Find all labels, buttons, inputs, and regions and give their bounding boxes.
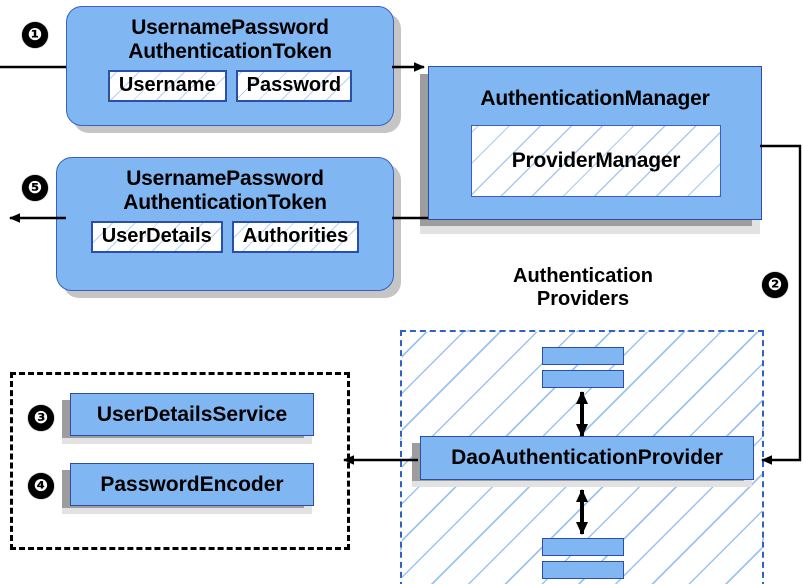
marker-3: ❸ [28, 405, 54, 431]
request-token-slot-username[interactable]: Username [107, 70, 227, 103]
request-token-card[interactable]: UsernamePassword AuthenticationToken Use… [66, 6, 394, 126]
other-provider-bar-top-1[interactable] [542, 347, 624, 365]
request-token-slots: Username Password [67, 70, 393, 103]
connector-manager-to-provider [760, 144, 802, 465]
response-token-title-line1: UsernamePassword [126, 167, 324, 190]
provider-manager-title: ProviderManager [511, 149, 681, 172]
authentication-providers-caption-line2: Providers [536, 287, 630, 310]
provider-manager-box[interactable]: ProviderManager [471, 125, 721, 197]
user-details-service-box[interactable]: UserDetailsService [70, 393, 314, 436]
request-token-title-line2: AuthenticationToken [128, 39, 332, 63]
other-provider-bar-bottom-1[interactable] [542, 538, 624, 556]
response-token-card[interactable]: UsernamePassword AuthenticationToken Use… [56, 157, 394, 291]
other-provider-bar-bottom-2[interactable] [542, 561, 624, 579]
request-token-slot-password[interactable]: Password [235, 70, 353, 103]
request-token-title: UsernamePassword AuthenticationToken [67, 7, 393, 63]
response-token-slot-authorities[interactable]: Authorities [231, 221, 360, 254]
marker-5: ❺ [22, 175, 48, 201]
marker-1: ❶ [22, 22, 48, 48]
marker-4: ❹ [28, 473, 54, 499]
response-token-slot-userdetails[interactable]: UserDetails [90, 221, 223, 254]
response-token-title: UsernamePassword AuthenticationToken [57, 158, 393, 214]
authentication-providers-caption: Authentication Providers [470, 265, 696, 311]
dao-authentication-provider-box[interactable]: DaoAuthenticationProvider [420, 436, 754, 480]
authentication-manager-box[interactable]: AuthenticationManager ProviderManager [428, 66, 762, 220]
response-token-title-line2: AuthenticationToken [123, 190, 327, 214]
request-token-title-line1: UsernamePassword [131, 16, 329, 39]
other-provider-bar-top-2[interactable] [542, 370, 624, 388]
marker-2: ❷ [762, 272, 788, 298]
authentication-manager-title: AuthenticationManager [480, 87, 710, 110]
authentication-providers-caption-line1: Authentication [513, 265, 653, 287]
response-token-slots: UserDetails Authorities [57, 221, 393, 254]
password-encoder-box[interactable]: PasswordEncoder [70, 463, 314, 506]
